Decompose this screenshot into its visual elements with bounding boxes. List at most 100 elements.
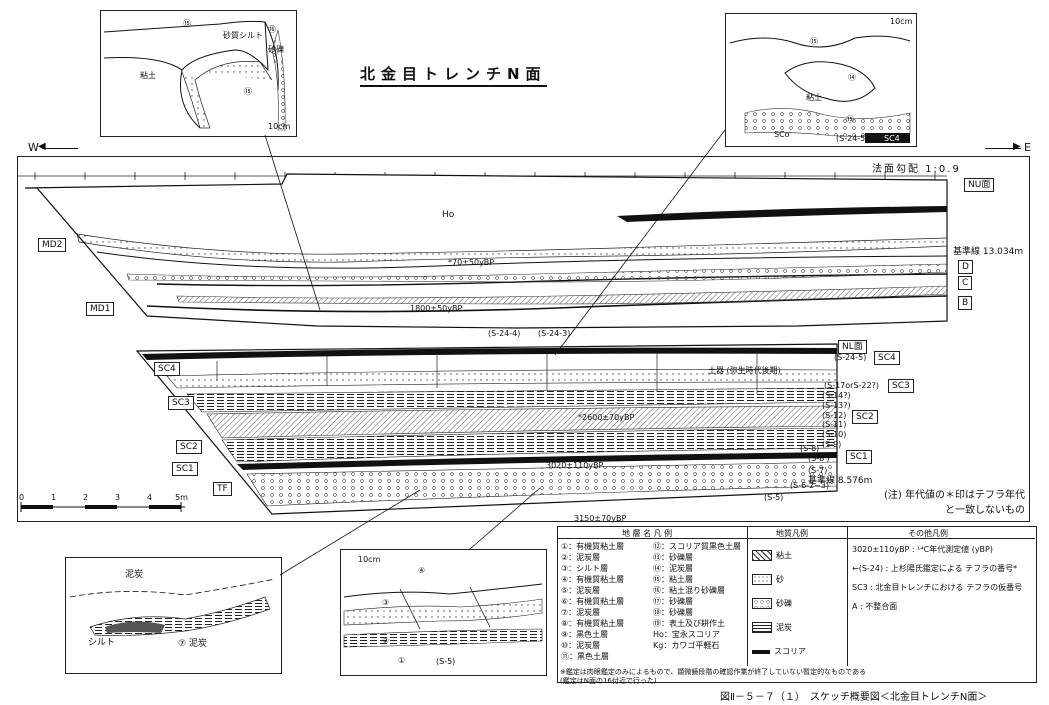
- inset-tr-label-sco: SCo: [774, 130, 790, 139]
- scale-bar: [20, 502, 185, 512]
- inset-tr-label-s245: (S-24-5): [836, 134, 869, 143]
- date-label-4: 3150±70yBP: [574, 514, 627, 523]
- sc1-left-label: SC1: [172, 462, 198, 476]
- geo-item: 粘土: [776, 551, 792, 560]
- legend-strata-title: 地 層 名 凡 例: [622, 529, 673, 538]
- tephra-right-10: (S-8'): [808, 454, 830, 463]
- nl-surface-label: NL面: [838, 340, 867, 354]
- peat-swatch: [752, 622, 772, 633]
- geo-item: スコリア: [774, 647, 806, 656]
- legend-stratum: ⑪：黒色土層: [561, 652, 609, 661]
- gravel-swatch: [752, 598, 772, 609]
- west-arrow-head: ◀: [38, 141, 46, 152]
- inset-bl-label-peat: 泥炭: [125, 570, 144, 580]
- legend-stratum: ③：シルト層: [561, 564, 609, 573]
- inset-tl-label-gravel: 砂礫: [268, 45, 284, 54]
- upper-baseline-label: 基準線 13.034m: [953, 247, 1024, 257]
- tephra-top-2: (S-24-3): [538, 329, 571, 338]
- east-arrow-head: ▶: [1013, 141, 1021, 152]
- inset-tl-scale: 10cm: [268, 122, 291, 131]
- legend-stratum: ⑯：粘土混り砂礫層: [653, 586, 725, 595]
- legend-stratum: ⑨：黒色土層: [561, 630, 609, 639]
- other-item: A : 不整合面: [852, 602, 898, 611]
- inset-bl-label-peat7: ⑦ 泥炭: [178, 639, 207, 649]
- sc2-right-label: SC2: [852, 410, 878, 424]
- ho-label: Ho: [442, 210, 455, 220]
- other-item: 3020±110yBP : ¹⁴C年代測定値 (yBP): [852, 545, 993, 554]
- legend-stratum: ⑤：泥炭層: [561, 586, 601, 595]
- sc2-left-label: SC2: [176, 440, 202, 454]
- legend-stratum: ①：有機質粘土層: [561, 542, 625, 551]
- inset-tl-label-silt: 砂質シルト: [223, 31, 263, 40]
- legend-stratum: ⑩：泥炭層: [561, 641, 601, 650]
- legend-stratum: ⑲：表土及び耕作土: [653, 619, 725, 628]
- west-label: W: [28, 141, 39, 154]
- legend-stratum: ⑫：スコリア質黒色土層: [653, 542, 741, 551]
- inset-tr-label-sc4: SC4: [884, 134, 900, 143]
- inset-bm-scale: 10cm: [358, 555, 381, 564]
- east-label: E: [1024, 141, 1031, 154]
- tephra-right-5: (S-12): [822, 411, 847, 420]
- legend-stratum: ⑱：砂礫層: [653, 608, 693, 617]
- legend-other-items: 3020±110yBP : ¹⁴C年代測定値 (yBP) ←(S-24) : 上…: [852, 543, 1032, 613]
- inset-bm-label-2: ②: [382, 636, 390, 645]
- inset-tr-circle-3: ⑮: [846, 115, 854, 124]
- d-label: D: [958, 260, 973, 274]
- date-label-3: 3020±110yBP: [546, 461, 604, 470]
- tf-label: TF: [213, 482, 232, 496]
- slope-label: 法面勾配 1:0.9: [872, 164, 961, 175]
- legend-stratum: ②：泥炭層: [561, 553, 601, 562]
- legend-geo-items: 粘土 砂 砂礫 泥炭 スコリア: [752, 544, 806, 664]
- scale-tick-1: 1: [51, 493, 57, 502]
- inset-tl-circle-1: ⑮: [183, 19, 191, 28]
- md2-label: MD2: [38, 238, 67, 252]
- tephra-right-4: (S-13?): [822, 401, 851, 410]
- inset-tl-label-clay: 粘土: [140, 71, 156, 80]
- tephra-right-12: (S-6-2~3): [790, 481, 830, 490]
- legend-stratum: ⑮：粘土層: [653, 575, 693, 584]
- tephra-right-2: (S-17orS-22?): [824, 381, 879, 390]
- tephra-top-1: (S-24-4): [488, 329, 521, 338]
- scale-tick-3: 3: [115, 493, 121, 502]
- legend-footnote-2: (鑑定はN面の16付近で行った): [560, 677, 657, 685]
- figure-title: 北金目トレンチN面: [360, 63, 547, 87]
- legend-panel: [557, 526, 1037, 683]
- inset-tr-scale: 10cm: [890, 17, 913, 26]
- nu-surface-label: NU面: [964, 178, 995, 192]
- inset-top-left-drawing: [103, 20, 286, 131]
- legend-divider-2: [847, 526, 848, 666]
- legend-divider-1: [747, 526, 748, 666]
- inset-bottom-middle-drawing: [343, 583, 543, 648]
- date-label-2: 1800±50yBP: [410, 304, 463, 313]
- scale-tick-0: 0: [19, 493, 25, 502]
- tephra-right-7: (S-10): [822, 430, 847, 439]
- legend-footnote-1: ※鑑定は肉眼鑑定のみによるもので、顕微鏡段階の確認作業が終了していない暫定的なも…: [560, 668, 867, 676]
- geo-item: 砂: [776, 575, 784, 584]
- tephra-right-11: (S-7): [808, 466, 828, 475]
- legend-stratum: Ho：宝永スコリア: [653, 630, 720, 639]
- inset-bm-label-4: ④: [418, 566, 426, 575]
- legend-stratum: ⑭：泥炭層: [653, 564, 693, 573]
- inset-tr-circle-2: ⑭: [848, 73, 856, 82]
- ho-label-right: Ho: [860, 207, 873, 217]
- geo-item: 砂礫: [776, 599, 792, 608]
- inset-bottom-left-drawing: [69, 578, 276, 636]
- legend-stratum: ⑬：砂礫層: [653, 553, 693, 562]
- inset-bm-label-1: ①: [398, 656, 406, 665]
- sc4-left-label: SC4: [154, 362, 180, 376]
- legend-stratum: ④：有機質粘土層: [561, 575, 625, 584]
- tephra-right-6: (S-11): [822, 420, 847, 429]
- legend-stratum: ⑰：砂礫層: [653, 597, 693, 606]
- inset-tr-label-clay: 粘土: [806, 93, 822, 102]
- pottery-label: 土器 (弥生時代後期): [708, 366, 781, 375]
- legend-stratum: ⑦：泥炭層: [561, 608, 601, 617]
- c-label: C: [958, 276, 973, 290]
- scale-tick-2: 2: [83, 493, 89, 502]
- east-arrow: [985, 148, 1021, 149]
- inset-tl-circle-3: ⑮: [244, 87, 252, 96]
- tephra-right-1: (S-24-5): [834, 353, 867, 362]
- inset-tr-circle-1: ⑮: [810, 37, 818, 46]
- sc3-left-label: SC3: [168, 396, 194, 410]
- tephra-right-9: (S-8): [800, 444, 820, 453]
- lower-baseline-label: 基準線 8.576m: [808, 476, 873, 486]
